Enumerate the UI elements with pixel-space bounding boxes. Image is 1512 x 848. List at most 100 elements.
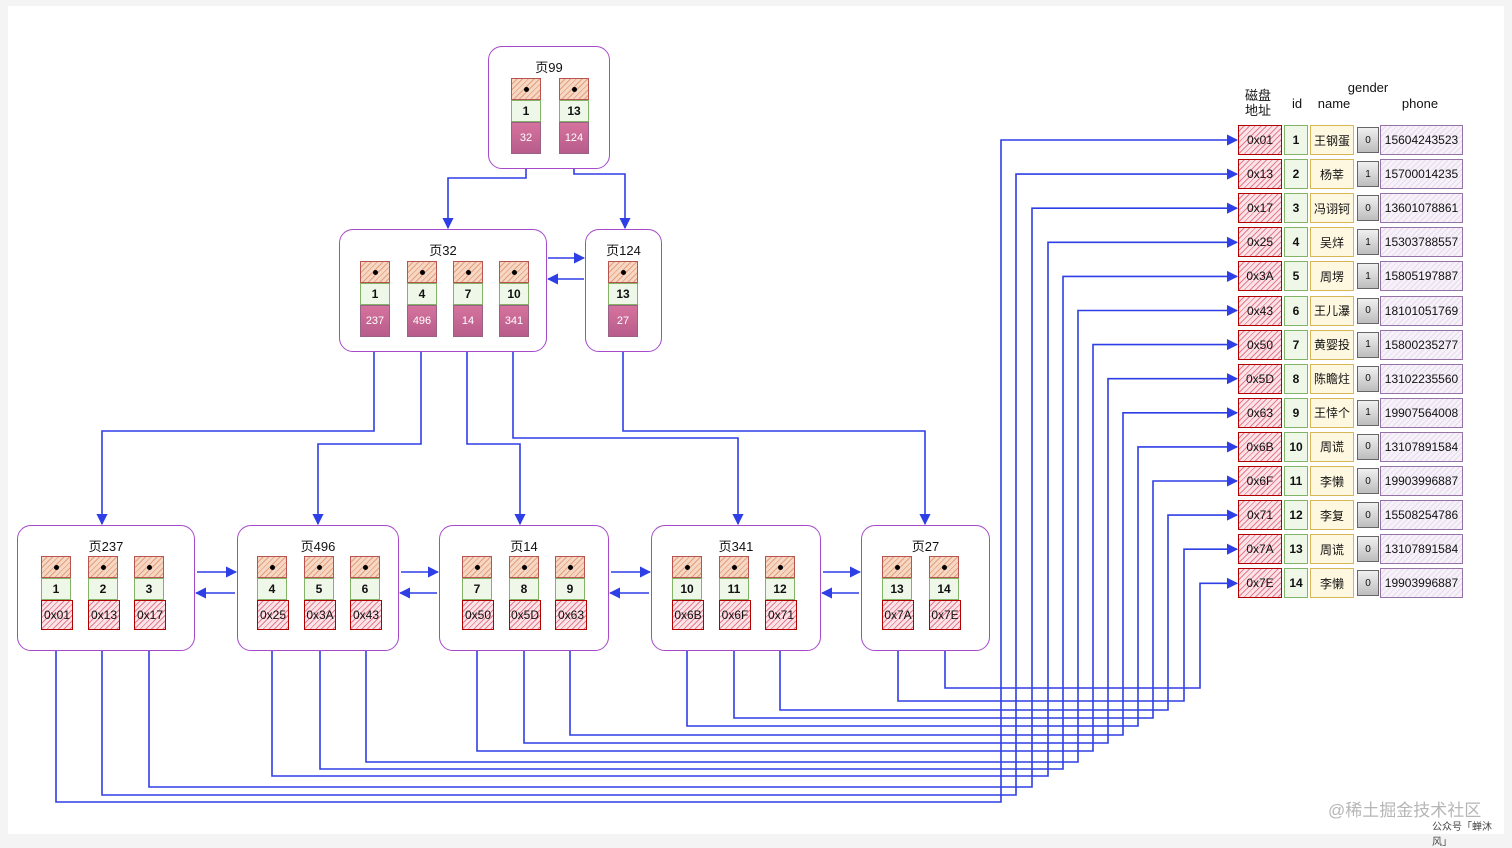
child-page-cell: 237 — [360, 305, 390, 337]
table-cell-phone: 15303788557 — [1380, 227, 1463, 258]
pointer-cell — [559, 78, 589, 100]
table-cell-name: 陈瞻炷 — [1310, 363, 1354, 394]
header-name: name — [1317, 96, 1351, 111]
table-cell-name: 王钢蛋 — [1310, 125, 1354, 155]
key-cell: 10 — [672, 578, 702, 600]
table-cell-phone: 19903996887 — [1380, 466, 1463, 496]
key-cell: 13 — [559, 100, 589, 122]
table-cell-phone: 15700014235 — [1380, 159, 1463, 190]
table-cell-gender: 0 — [1357, 502, 1379, 529]
table-cell-name: 李懒 — [1310, 466, 1354, 496]
pointer-cell — [407, 261, 437, 283]
page-title: 页32 — [429, 243, 457, 258]
key-cell: 8 — [509, 578, 539, 600]
key-cell: 7 — [462, 578, 492, 600]
row-pointer-14 — [944, 577, 1239, 689]
table-cell-addr: 0x50 — [1238, 329, 1282, 360]
disk-address-cell: 0x25 — [257, 600, 289, 630]
key-cell: 1 — [511, 100, 541, 122]
table-cell-id: 12 — [1284, 500, 1308, 531]
table-cell-gender: 0 — [1357, 433, 1379, 460]
row-pointer-10 — [686, 441, 1239, 727]
key-cell: 13 — [882, 578, 912, 600]
disk-address-cell: 0x50 — [462, 600, 494, 630]
leaf-page-27: 页27 13 14 0x7A 0x7E — [861, 525, 990, 651]
page-title: 页124 — [606, 243, 641, 258]
table-cell-phone: 13107891584 — [1380, 534, 1463, 565]
child-page-cell: 27 — [608, 305, 638, 337]
pointer-cell — [672, 556, 702, 578]
pointer-cell — [882, 556, 912, 578]
root-page: 页99 1 13 32 124 — [488, 46, 610, 169]
row-pointer-6 — [365, 304, 1239, 763]
internal-page-124: 页124 13 27 — [585, 229, 662, 352]
table-cell-addr: 0x3A — [1238, 261, 1282, 292]
table-cell-phone: 19907564008 — [1380, 397, 1463, 428]
disk-address-cell: 0x43 — [350, 600, 382, 630]
table-cell-phone: 19903996887 — [1380, 568, 1463, 599]
child-page-cell: 341 — [499, 305, 529, 337]
child-page-cell: 14 — [453, 305, 483, 337]
table-cell-addr: 0x17 — [1238, 193, 1282, 224]
table-cell-name: 杨莘 — [1310, 159, 1354, 190]
table-cell-gender: 0 — [1357, 536, 1379, 563]
table-cell-gender: 0 — [1357, 468, 1379, 494]
row-pointer-11 — [733, 475, 1239, 719]
connector-32-to-341 — [512, 336, 744, 526]
table-cell-id: 2 — [1284, 159, 1308, 190]
table-cell-gender: 1 — [1357, 229, 1379, 256]
table-cell-addr: 0x6F — [1238, 466, 1282, 496]
table-cell-phone: 15508254786 — [1380, 500, 1463, 531]
header-phone: phone — [1401, 96, 1439, 111]
pointer-cell — [88, 556, 118, 578]
pointer-cell — [304, 556, 334, 578]
header-gender: gender — [1347, 80, 1389, 95]
table-cell-addr: 0x7A — [1238, 534, 1282, 565]
page-title: 页237 — [88, 539, 124, 554]
disk-address-cell: 0x6B — [672, 600, 704, 630]
page-title: 页341 — [718, 539, 754, 554]
table-cell-id: 7 — [1284, 329, 1308, 360]
disk-address-cell: 0x6F — [719, 600, 751, 630]
connector-32-to-237 — [96, 336, 375, 526]
disk-address-cell: 0x71 — [765, 600, 797, 630]
pointer-cell — [453, 261, 483, 283]
table-cell-phone: 13601078861 — [1380, 193, 1463, 224]
row-pointer-13 — [897, 543, 1239, 702]
header-disk-address: 磁盘 地址 — [1244, 88, 1271, 118]
table-cell-id: 6 — [1284, 295, 1308, 326]
table-cell-id: 3 — [1284, 193, 1308, 224]
page-title: 页27 — [911, 539, 940, 554]
table-cell-gender: 1 — [1357, 331, 1379, 358]
child-page-cell: 32 — [511, 122, 541, 154]
row-pointer-12 — [779, 509, 1239, 711]
table-cell-phone: 13102235560 — [1380, 363, 1463, 394]
disk-address-cell: 0x63 — [555, 600, 587, 630]
row-pointer-7 — [476, 339, 1239, 752]
table-cell-name: 王悻个 — [1310, 397, 1354, 428]
table-cell-name: 冯诩钶 — [1310, 193, 1354, 224]
watermark-text: @稀土掘金技术社区 — [1328, 801, 1482, 820]
key-cell: 6 — [350, 578, 380, 600]
table-cell-gender: 1 — [1357, 263, 1379, 290]
table-cell-id: 14 — [1284, 568, 1308, 599]
row-pointer-2 — [101, 168, 1239, 796]
key-cell: 1 — [360, 283, 390, 305]
key-cell: 14 — [929, 578, 959, 600]
watermark-subtext: 公众号「蝉沐风」 — [1432, 822, 1492, 848]
pointer-cell — [499, 261, 529, 283]
table-cell-name: 周谎 — [1310, 534, 1354, 565]
table-cell-gender: 0 — [1357, 195, 1379, 222]
table-cell-id: 4 — [1284, 227, 1308, 258]
disk-address-cell: 0x7E — [929, 600, 961, 630]
key-cell: 1 — [41, 578, 71, 600]
key-cell: 4 — [257, 578, 287, 600]
key-cell: 11 — [719, 578, 749, 600]
key-cell: 10 — [499, 283, 529, 305]
pointer-cell — [608, 261, 638, 283]
connector-layer — [55, 134, 1239, 803]
table-cell-phone: 15800235277 — [1380, 329, 1463, 360]
table-cell-addr: 0x6B — [1238, 431, 1282, 462]
table-cell-gender: 0 — [1357, 365, 1379, 392]
table-cell-gender: 1 — [1357, 399, 1379, 426]
